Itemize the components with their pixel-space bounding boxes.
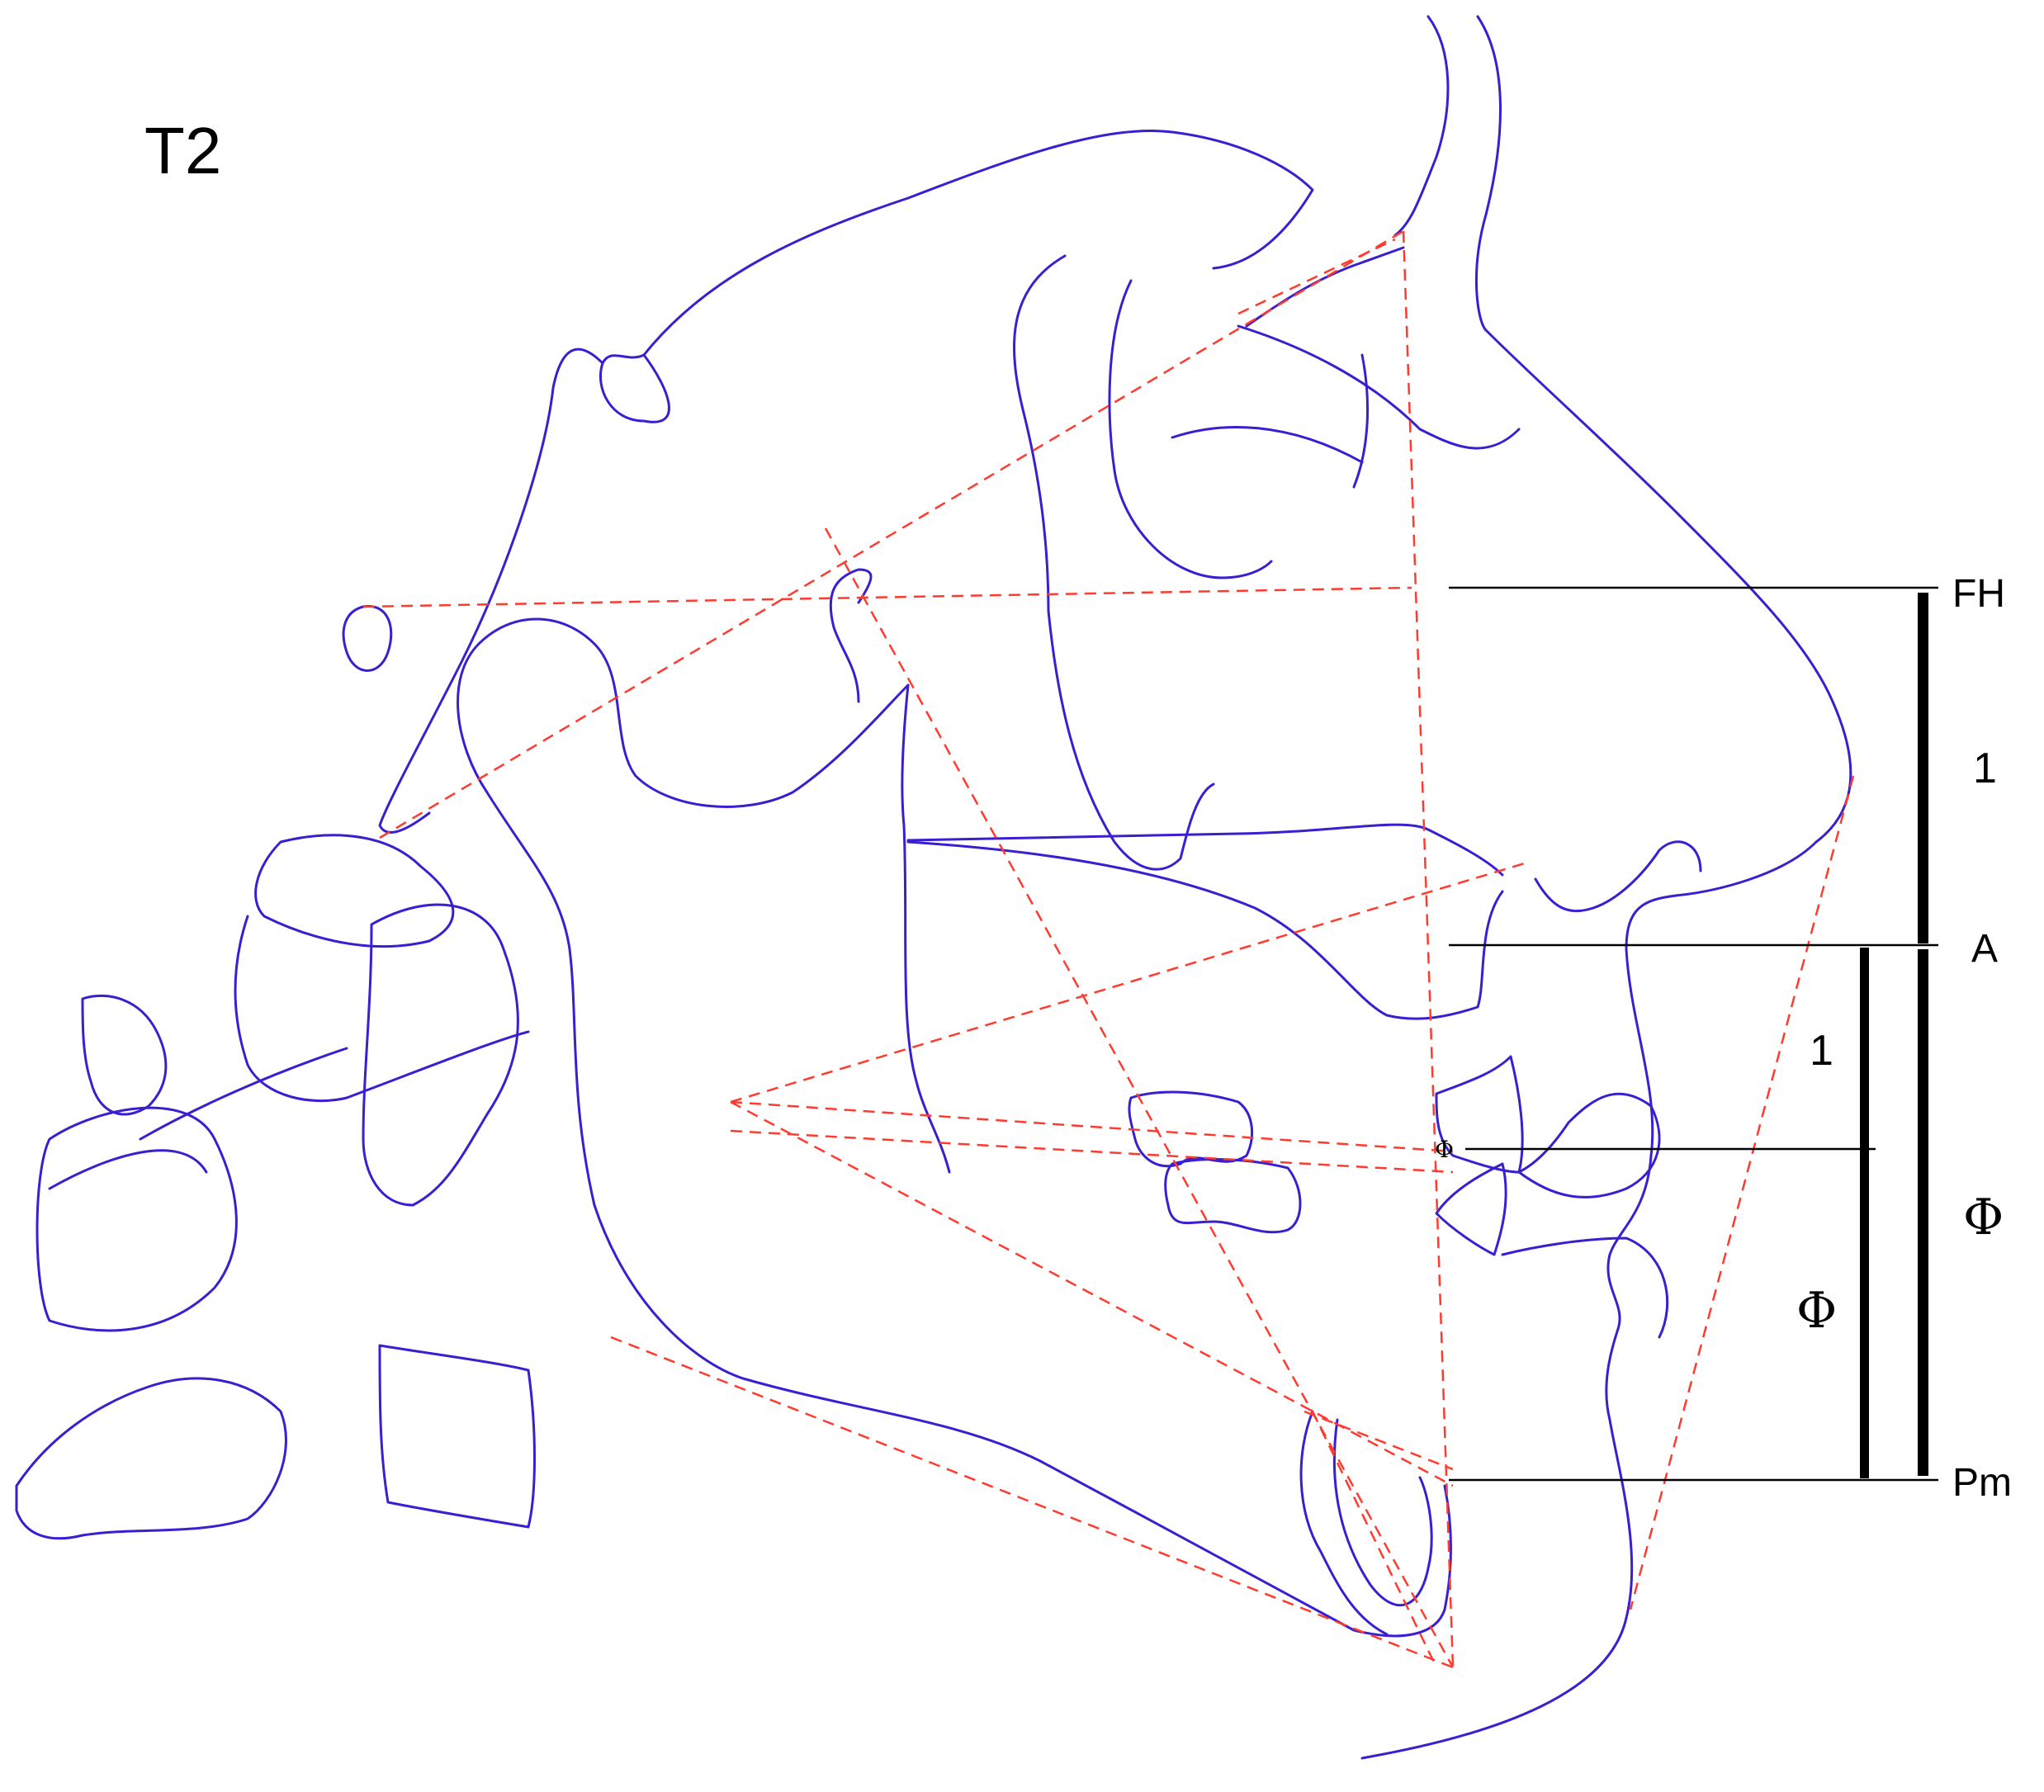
inner-lower-label: Φ xyxy=(1796,1282,1837,1340)
maxilla-lower-border xyxy=(906,840,1504,1020)
sn-line xyxy=(379,229,1404,839)
soft-tissue-nose xyxy=(1484,329,1852,951)
vertebra-c1 xyxy=(254,834,455,948)
pterygomaxillary-curve xyxy=(1108,279,1273,579)
inner-bar xyxy=(1860,948,1869,1478)
vertebra-c3 xyxy=(35,1106,238,1332)
upper-segment-label: 1 xyxy=(1973,745,1997,792)
vertebra-c4 xyxy=(48,1149,208,1190)
outer-bar-lower xyxy=(1918,949,1928,1476)
lip-contour xyxy=(1501,1092,1669,1339)
condyle-neck xyxy=(901,683,951,1174)
nasal-tangent xyxy=(1237,238,1396,315)
orbit-rim xyxy=(1352,353,1370,489)
vertebra-c6 xyxy=(378,1344,536,1529)
frankfort-guide xyxy=(362,586,1412,608)
lower-incisor xyxy=(1435,1162,1507,1256)
hyoid-curve xyxy=(81,994,168,1116)
vertex-to-palate xyxy=(730,861,1528,1104)
cranial-outline xyxy=(642,129,1314,357)
vertebra-c5 xyxy=(15,1377,287,1540)
ramus-tangent xyxy=(824,527,1455,1668)
fh-label: FH xyxy=(1952,572,2005,616)
panel-label: T2 xyxy=(144,114,221,187)
soft-tissue-lips-chin xyxy=(1360,948,1654,1760)
upper-lip-outline xyxy=(1534,840,1702,913)
construction-lines xyxy=(362,229,1855,1669)
lower-segment-label: Φ xyxy=(1963,1189,2004,1246)
lower-incisor-root-inner xyxy=(1332,1418,1433,1607)
pm-label: Pm xyxy=(1952,1461,2012,1505)
anatomical-traces xyxy=(15,15,1852,1760)
lip-marker-label: Φ xyxy=(1435,1136,1454,1163)
vertex-to-menton xyxy=(730,1100,1454,1487)
porion-ring xyxy=(342,605,393,672)
occipital-outline xyxy=(599,353,670,423)
a-label: A xyxy=(1971,927,1998,971)
chin-tangent xyxy=(1311,1411,1438,1668)
palatal-plane xyxy=(906,823,1504,877)
mandibular-plane xyxy=(610,1336,1454,1669)
nasal-bone-outer xyxy=(1393,15,1450,237)
vertex-to-lower-occlusal xyxy=(730,1129,1454,1174)
outer-bar-upper xyxy=(1918,593,1928,943)
orbit-floor-lines xyxy=(1171,246,1521,464)
mandibular-border xyxy=(457,642,1452,1638)
lower-molar xyxy=(1164,1158,1302,1234)
nasal-bone-inner xyxy=(1475,15,1502,332)
upper-molar xyxy=(1128,1090,1254,1168)
proportion-scale: FH A Pm 1 Φ 1 Φ Φ xyxy=(1435,572,2012,1505)
mandible-ramus xyxy=(477,617,910,808)
facial-line xyxy=(1402,230,1455,1668)
anterior-orbit-curve xyxy=(1013,254,1215,871)
vertex-to-occlusal xyxy=(730,1100,1454,1153)
posterior-skull-base xyxy=(378,348,604,834)
gonial-line xyxy=(1304,1410,1454,1471)
upper-incisor xyxy=(1435,1055,1524,1174)
inner-upper-label: 1 xyxy=(1810,1027,1833,1075)
lower-incisor-root-outer xyxy=(1299,1410,1389,1636)
face-profile-line xyxy=(1629,775,1855,1610)
vertebra-c7 xyxy=(139,915,530,1141)
sella-turcica xyxy=(829,568,873,703)
vertebra-c2 xyxy=(362,903,519,1207)
